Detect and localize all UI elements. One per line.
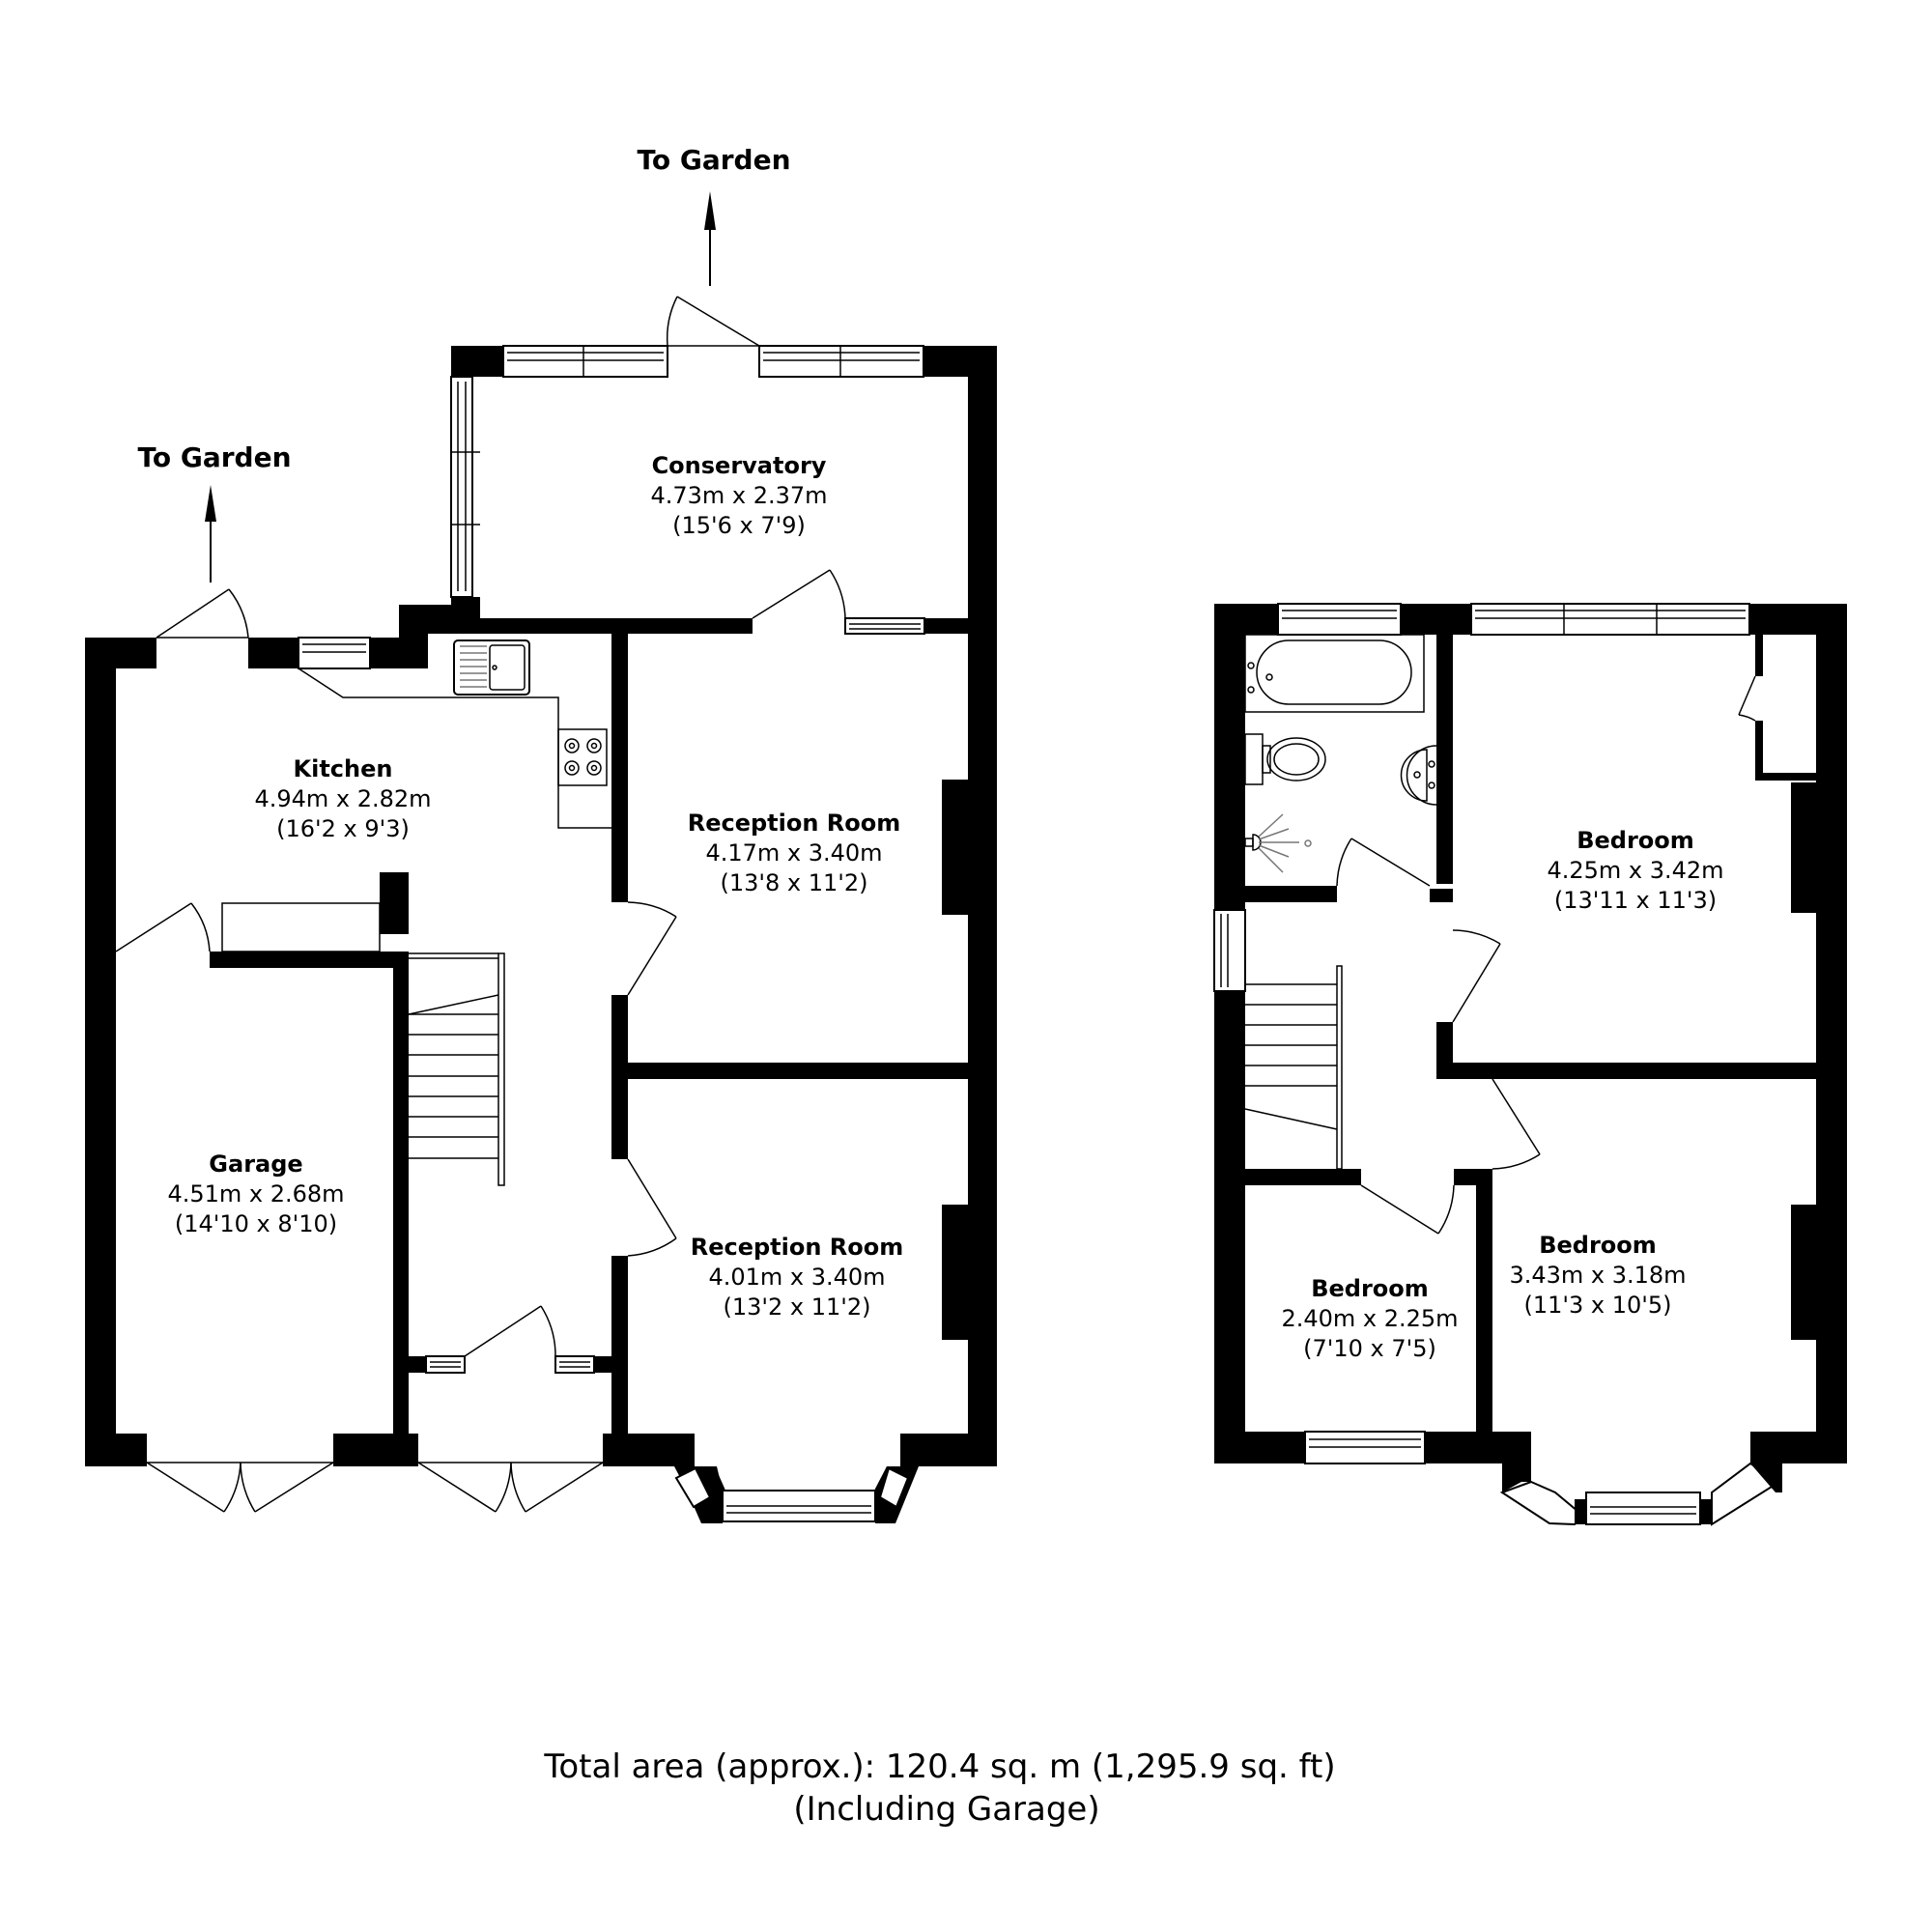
wardrobe-door[interactable] bbox=[1738, 675, 1756, 722]
conservatory-door[interactable] bbox=[752, 569, 846, 619]
conservatory-walls bbox=[450, 345, 997, 636]
room-name: Reception Room bbox=[691, 1234, 904, 1261]
window bbox=[554, 1355, 595, 1374]
room-dims-imperial: (7'10 x 7'5) bbox=[1303, 1335, 1436, 1362]
room-name: Reception Room bbox=[688, 810, 901, 837]
garden-arrow-left: To Garden bbox=[137, 441, 292, 582]
room-dims-imperial: (11'3 x 10'5) bbox=[1524, 1292, 1672, 1319]
front-double-doors[interactable] bbox=[417, 1462, 604, 1513]
room-name: Conservatory bbox=[652, 452, 827, 479]
room-dims-metric: 4.94m x 2.82m bbox=[254, 785, 431, 812]
toilet-icon bbox=[1244, 733, 1326, 785]
room-dims-imperial: (15'6 x 7'9) bbox=[672, 512, 806, 539]
reception-2-door[interactable] bbox=[627, 1158, 677, 1257]
room-name: Garage bbox=[209, 1151, 302, 1178]
room-dims-metric: 4.17m x 3.40m bbox=[705, 839, 882, 867]
room-dims-metric: 3.43m x 3.18m bbox=[1509, 1262, 1686, 1289]
kitchen-garden-door[interactable] bbox=[156, 588, 249, 639]
bedroom-2-door[interactable] bbox=[1492, 1078, 1541, 1170]
ground-floor-walls bbox=[85, 618, 997, 1466]
sink-icon bbox=[453, 639, 530, 696]
hob-icon bbox=[557, 728, 608, 786]
room-dims-imperial: (13'8 x 11'2) bbox=[721, 869, 868, 896]
room-dims-imperial: (13'11 x 11'3) bbox=[1554, 887, 1717, 914]
ground-floor: To Garden To Garden bbox=[85, 144, 997, 1523]
first-floor-walls bbox=[1213, 603, 1847, 1464]
bathroom-door[interactable] bbox=[1336, 838, 1431, 887]
room-name: Bedroom bbox=[1577, 827, 1694, 854]
reception-1-door[interactable] bbox=[627, 901, 677, 996]
room-dims-imperial: (14'10 x 8'10) bbox=[175, 1210, 337, 1237]
bay-window bbox=[674, 1434, 919, 1523]
room-name: Kitchen bbox=[294, 755, 393, 782]
bath-icon bbox=[1244, 634, 1425, 713]
kitchen-worktop bbox=[221, 639, 611, 952]
room-dims-imperial: (16'2 x 9'3) bbox=[276, 815, 410, 842]
total-area: Total area (approx.): 120.4 sq. m (1,295… bbox=[543, 1747, 1335, 1786]
basin-icon bbox=[1400, 745, 1437, 806]
room-dims-metric: 4.51m x 2.68m bbox=[167, 1180, 344, 1208]
staircase bbox=[408, 952, 505, 1186]
total-area-note: (Including Garage) bbox=[793, 1790, 1099, 1829]
porch-inner-door[interactable] bbox=[464, 1305, 556, 1357]
room-name: Bedroom bbox=[1311, 1275, 1429, 1302]
garden-arrow-top: To Garden bbox=[637, 144, 791, 286]
garage-door-to-kitchen[interactable] bbox=[115, 902, 211, 952]
first-floor: Bedroom 4.25m x 3.42m (13'11 x 11'3) Bed… bbox=[1213, 603, 1847, 1526]
window bbox=[425, 1355, 466, 1374]
room-dims-imperial: (13'2 x 11'2) bbox=[724, 1293, 871, 1321]
bay-window bbox=[1499, 1462, 1782, 1526]
garage-double-doors[interactable] bbox=[146, 1462, 334, 1513]
conservatory-garden-door[interactable] bbox=[666, 296, 760, 347]
room-dims-metric: 4.25m x 3.42m bbox=[1547, 857, 1723, 884]
bedroom-3-door[interactable] bbox=[1360, 1184, 1455, 1235]
shower-icon bbox=[1244, 813, 1312, 873]
room-dims-metric: 2.40m x 2.25m bbox=[1281, 1305, 1458, 1332]
garden-label: To Garden bbox=[137, 441, 291, 473]
room-name: Bedroom bbox=[1539, 1232, 1657, 1259]
bedroom-1-door[interactable] bbox=[1452, 929, 1501, 1023]
room-dims-metric: 4.73m x 2.37m bbox=[650, 482, 827, 509]
garden-label: To Garden bbox=[637, 144, 790, 176]
room-dims-metric: 4.01m x 3.40m bbox=[708, 1264, 885, 1291]
